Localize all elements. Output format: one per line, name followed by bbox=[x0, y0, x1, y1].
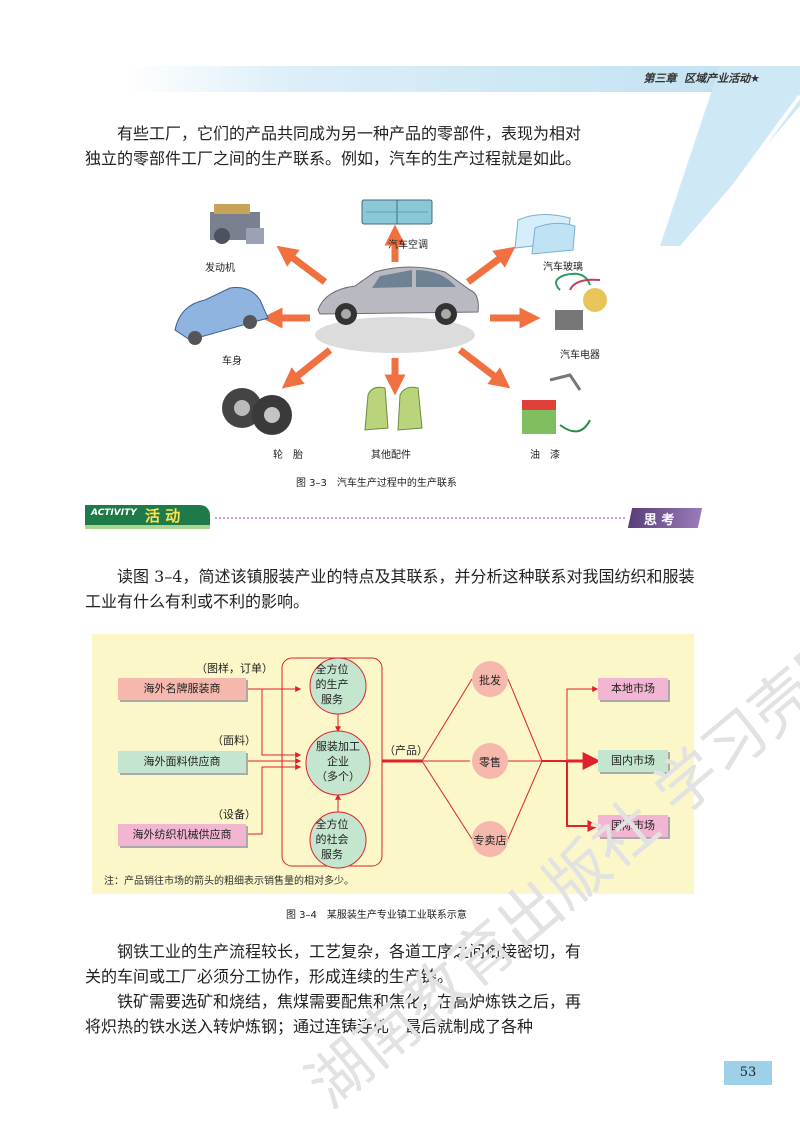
air-conditioner-icon bbox=[361, 199, 433, 225]
service-top-text: 全方位 的生产 服务 bbox=[306, 662, 358, 707]
chapter-label: 第三章 bbox=[643, 72, 677, 85]
label-engine: 发动机 bbox=[205, 263, 235, 274]
label-air-conditioner: 汽车空调 bbox=[388, 240, 428, 251]
flow-label-brand: （图样，订单） bbox=[196, 662, 273, 675]
channel-wholesale-node bbox=[472, 661, 508, 697]
service-bottom-line-2: 的社会 bbox=[315, 833, 349, 846]
car-shadow bbox=[315, 317, 475, 353]
think-tag: 思 考 bbox=[627, 508, 703, 528]
activity-badge-text: ACTIVITY bbox=[91, 508, 137, 518]
channel-store-node bbox=[472, 821, 508, 857]
service-top-line-3: 服务 bbox=[321, 693, 343, 706]
arrow-tires bbox=[281, 347, 333, 389]
figure-3-4-links bbox=[247, 657, 601, 869]
market-local: 本地市场 bbox=[598, 678, 668, 700]
service-bottom-node bbox=[309, 811, 367, 869]
label-other-parts: 其他配件 bbox=[371, 450, 411, 461]
seats-icon bbox=[364, 386, 423, 431]
supplier-box-brand: 海外名牌服装商 bbox=[118, 678, 246, 700]
header-band bbox=[125, 66, 800, 92]
supplier-box-fabric: 海外面料供应商 bbox=[118, 751, 246, 773]
body-icon bbox=[174, 287, 269, 345]
glass-icon bbox=[514, 214, 576, 255]
enterprise-node bbox=[305, 730, 371, 796]
label-glass: 汽车玻璃 bbox=[543, 262, 583, 273]
link-supplier-3 bbox=[247, 764, 302, 835]
part-arrows bbox=[261, 224, 541, 396]
supplier-box-machinery: 海外纺织机械供应商 bbox=[118, 824, 246, 846]
intro-paragraph: 有些工厂，它们的产品共同成为另一种产品的零部件，表现为相对独立的零部件工厂之间的… bbox=[85, 124, 582, 168]
channel-wholesale: 批发 bbox=[479, 674, 501, 687]
running-header: 第三章 区域产业活动★ bbox=[643, 70, 760, 86]
tires-icon bbox=[222, 388, 292, 435]
service-top-line-1: 全方位 bbox=[315, 663, 349, 676]
activity-title: 活 动 bbox=[145, 507, 181, 525]
paint-icon bbox=[522, 373, 591, 434]
enterprise-text: 服装加工 企业 （多个） bbox=[303, 739, 373, 784]
arrow-paint bbox=[457, 347, 511, 389]
channel-retail: 零售 bbox=[479, 756, 501, 769]
enterprise-line-1: 服装加工 bbox=[316, 740, 360, 753]
steel-paragraph-2: 铁矿需要选矿和烧结，焦煤需要配焦和焦化；在高炉炼铁之后，再将炽热的铁水送入转炉炼… bbox=[85, 992, 582, 1036]
figure-3-3 bbox=[174, 199, 607, 435]
label-body: 车身 bbox=[222, 356, 242, 367]
header-stripes bbox=[660, 66, 800, 246]
car-icon bbox=[317, 266, 479, 325]
link-wholesale bbox=[421, 678, 473, 762]
service-bottom-line-3: 服务 bbox=[321, 848, 343, 861]
link-store bbox=[421, 760, 473, 840]
section-label: 区域产业活动 bbox=[684, 72, 751, 85]
link-intl-market bbox=[566, 761, 600, 832]
activity-underline bbox=[85, 525, 210, 529]
label-electrical: 汽车电器 bbox=[560, 350, 600, 361]
figure-3-4-caption: 图 3–4 某服装生产专业镇工业联系示意 bbox=[286, 910, 467, 921]
steel-paragraph-1: 钢铁工业的生产流程较长，工艺复杂，各道工序之间衔接密切，有关的车间或工厂必须分工… bbox=[85, 942, 582, 986]
service-bottom-text: 全方位 的社会 服务 bbox=[306, 817, 358, 862]
activity-badge: ACTIVITY 活 动 bbox=[85, 505, 210, 525]
channel-store: 专卖店 bbox=[473, 834, 507, 847]
star-icon: ★ bbox=[750, 72, 760, 85]
service-bottom-line-1: 全方位 bbox=[315, 818, 349, 831]
figure-3-3-caption: 图 3–3 汽车生产过程中的生产联系 bbox=[296, 478, 457, 489]
figure-3-4-note: 注：产品销往市场的箭头的粗细表示销售量的相对多少。 bbox=[104, 876, 354, 887]
link-local-market bbox=[566, 686, 599, 761]
page-number: 53 bbox=[724, 1061, 772, 1085]
enterprise-line-2: 企业 bbox=[327, 755, 349, 768]
flow-label-machinery: （设备） bbox=[212, 808, 256, 821]
enterprise-line-3: （多个） bbox=[316, 770, 360, 783]
engine-icon bbox=[210, 204, 264, 244]
channel-retail-node bbox=[472, 743, 508, 779]
market-domestic: 国内市场 bbox=[598, 750, 668, 772]
label-paint: 油 漆 bbox=[530, 450, 560, 461]
activity-bar: ACTIVITY 活 动 思 考 bbox=[85, 505, 703, 531]
think-tag-text: 思 考 bbox=[643, 513, 675, 528]
product-label: （产品） bbox=[384, 744, 428, 757]
activity-dotted-rule bbox=[215, 517, 625, 519]
electrical-icon bbox=[555, 272, 607, 330]
arrow-engine bbox=[276, 245, 328, 285]
flow-label-fabric: （面料） bbox=[212, 734, 256, 747]
link-supplier-1 bbox=[247, 688, 302, 758]
service-top-line-2: 的生产 bbox=[315, 678, 349, 691]
market-international: 国际市场 bbox=[598, 815, 668, 837]
service-top-node bbox=[309, 657, 367, 715]
activity-prompt: 读图 3–4，简述该镇服装产业的特点及其联系，并分析这种联系对我国纺织和服装工业… bbox=[85, 567, 695, 611]
label-tires: 轮 胎 bbox=[273, 450, 303, 461]
arrow-glass bbox=[465, 246, 516, 285]
